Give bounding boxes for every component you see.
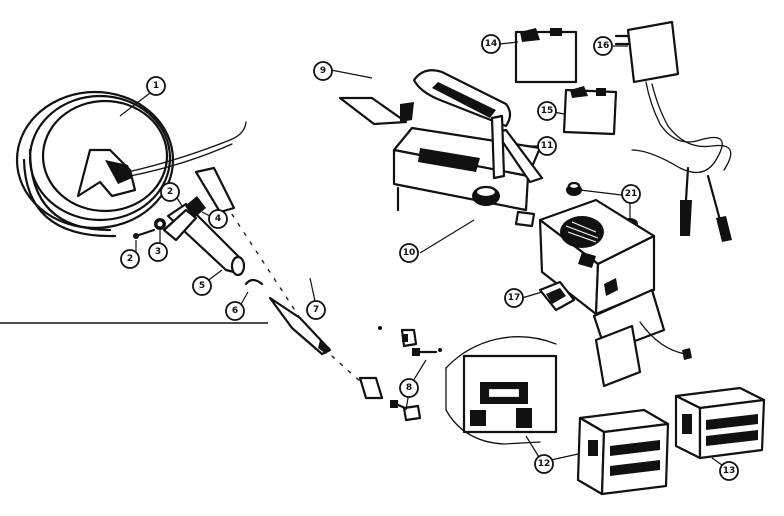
clamp-hardware-part: [378, 326, 442, 422]
callout-label: 10: [403, 248, 416, 258]
callout-label: 2: [127, 254, 133, 264]
callout-label: 14: [485, 39, 498, 49]
battery-pack-part-14: [514, 28, 578, 84]
clip-part: [244, 278, 264, 286]
callout-10: 10: [399, 243, 419, 263]
callout-label: 1: [153, 81, 159, 91]
callout-12: 12: [534, 454, 554, 474]
callout-label: 3: [155, 247, 161, 257]
detail-inset-circle: [445, 336, 558, 445]
housing-bracket-part: [392, 114, 544, 228]
callout-8: 8: [399, 378, 419, 398]
callout-label: 2: [167, 187, 173, 197]
callout-11: 11: [537, 136, 557, 156]
callout-21: 21: [621, 184, 641, 204]
callout-14: 14: [481, 34, 501, 54]
callout-label: 16: [597, 41, 610, 51]
battery-tray-part-12: [576, 408, 670, 496]
knob-part: [154, 218, 166, 230]
callout-1: 1: [146, 76, 166, 96]
lower-shaft-part: [162, 196, 246, 277]
battery-pack-part-15: [562, 86, 618, 136]
callout-15: 15: [537, 101, 557, 121]
callout-label: 8: [406, 383, 412, 393]
callout-label: 6: [232, 306, 238, 316]
bolt-part: [133, 228, 156, 239]
callout-4: 4: [208, 209, 228, 229]
charger-part: [614, 20, 732, 242]
callout-16: 16: [593, 36, 613, 56]
callout-label: 12: [538, 459, 551, 469]
search-coil-part: [15, 90, 247, 238]
callout-label: 5: [199, 281, 205, 291]
callout-2b: 2: [160, 182, 180, 202]
battery-tray-part-13: [674, 386, 766, 460]
callout-2a: 2: [120, 249, 140, 269]
callout-6: 6: [225, 301, 245, 321]
callout-13: 13: [719, 461, 739, 481]
callout-label: 9: [320, 66, 326, 76]
callout-label: 7: [313, 305, 319, 315]
control-box-part: [538, 181, 692, 388]
callout-label: 13: [723, 466, 736, 476]
callout-label: 21: [625, 189, 638, 199]
callout-5: 5: [192, 276, 212, 296]
middle-shaft-part: [194, 166, 384, 400]
callout-9: 9: [313, 61, 333, 81]
callout-3: 3: [148, 242, 168, 262]
callout-label: 17: [508, 293, 521, 303]
callout-label: 15: [541, 106, 554, 116]
handle-armrest-part: [338, 69, 512, 128]
callout-label: 4: [215, 214, 221, 224]
callout-7: 7: [306, 300, 326, 320]
callout-17: 17: [504, 288, 524, 308]
callout-label: 11: [541, 141, 554, 151]
